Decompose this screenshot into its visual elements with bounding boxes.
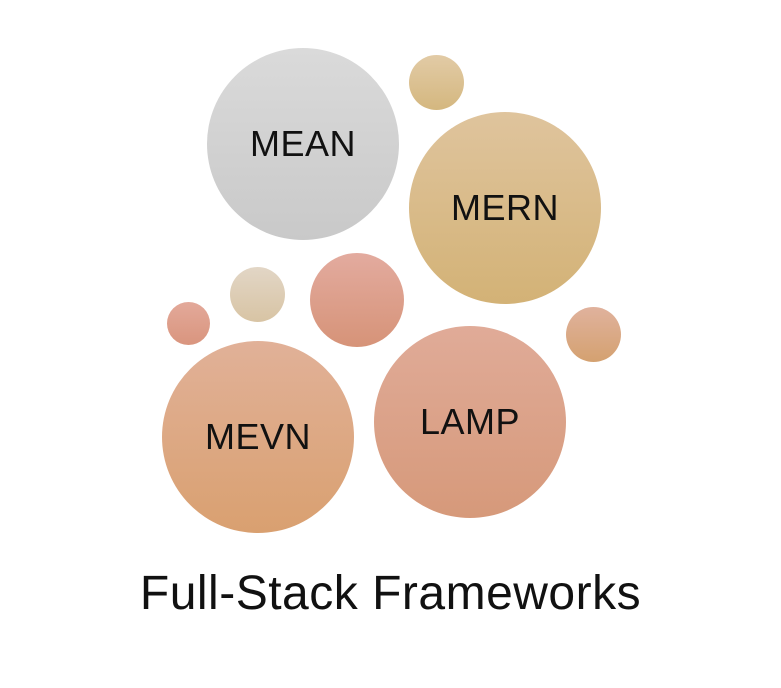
bubble-lamp-label: LAMP: [419, 401, 521, 442]
bubble-mean: MEAN: [207, 48, 399, 240]
decorative-bubble-small: [230, 267, 285, 322]
decorative-bubble-small: [409, 55, 464, 110]
diagram-title: Full-Stack Frameworks: [139, 567, 642, 620]
decorative-bubble-medium: [310, 253, 404, 347]
bubble-mern-label: MERN: [451, 187, 559, 228]
bubble-mean-label: MEAN: [249, 123, 356, 164]
decorative-bubble-small: [167, 302, 210, 345]
bubble-mevn-label: MEVN: [204, 416, 311, 457]
decorative-bubble-small: [566, 307, 621, 362]
bubble-lamp: LAMP: [374, 326, 566, 518]
bubble-mevn: MEVN: [162, 341, 354, 533]
bubble-mern: MERN: [409, 112, 601, 304]
